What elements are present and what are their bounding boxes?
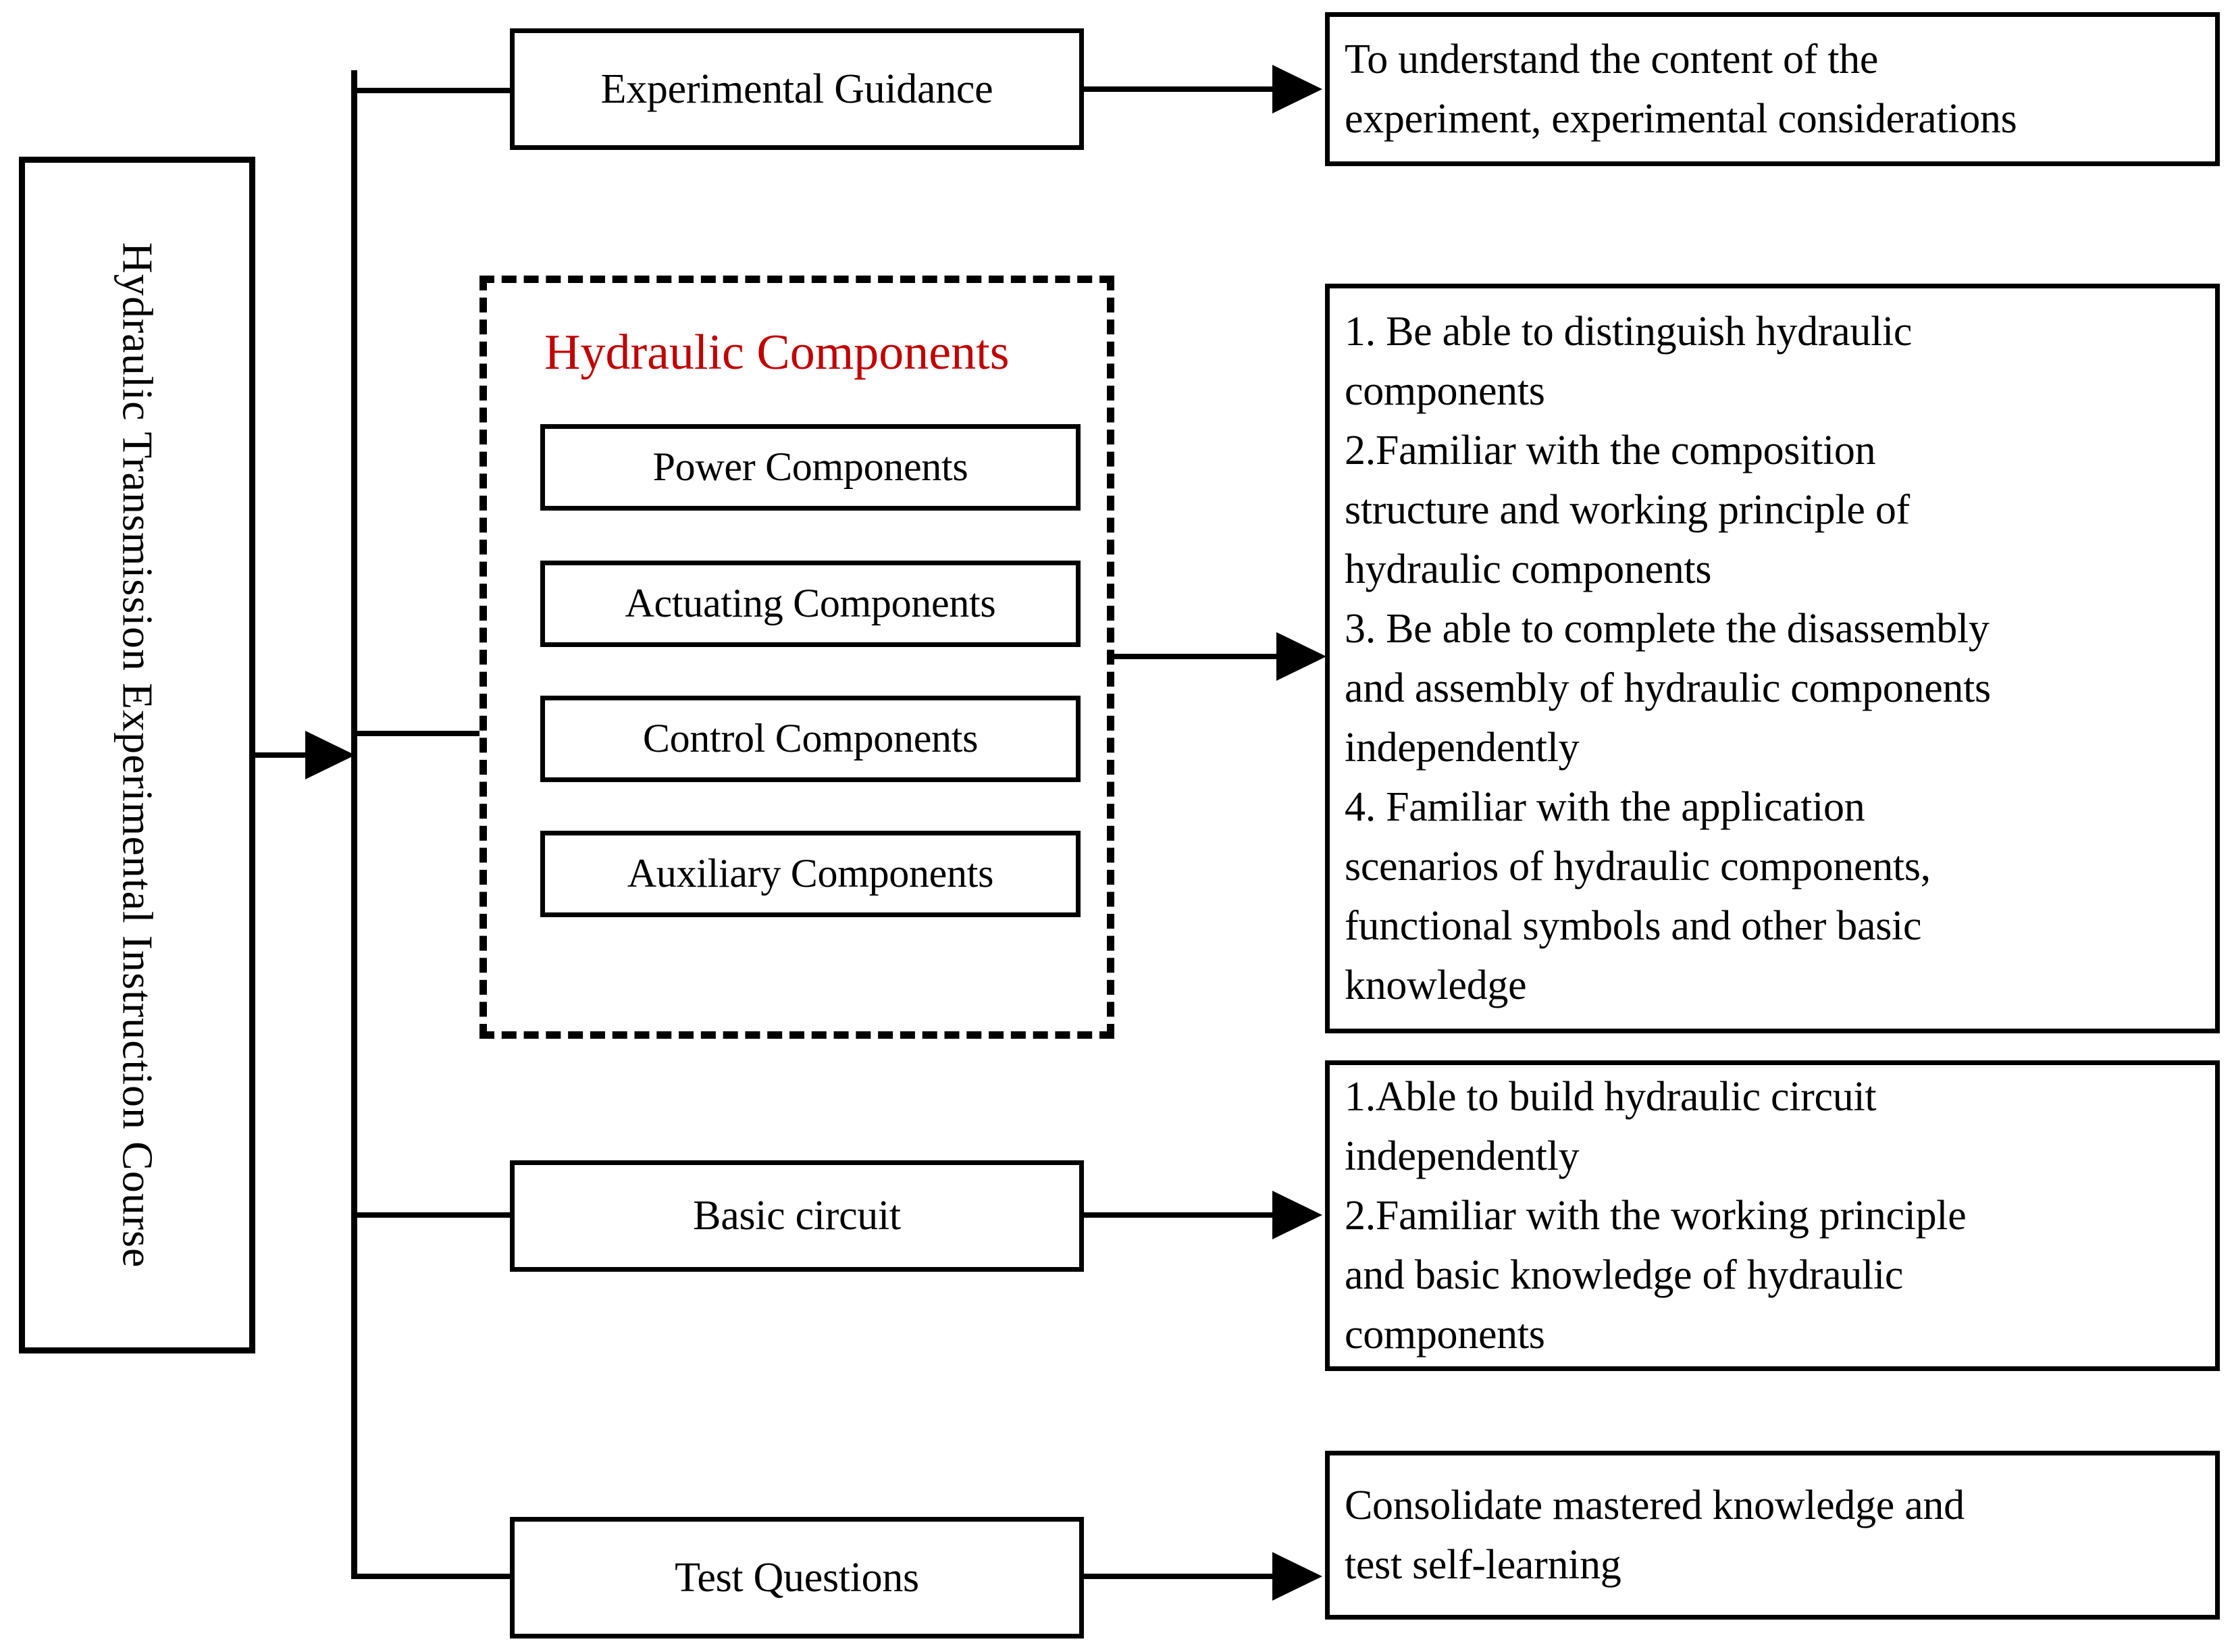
subbox-label-power-components: Power Components <box>652 444 968 490</box>
outcome-text-test-questions: Consolidate mastered knowledge and test … <box>1345 1482 1965 1588</box>
arrowhead-basic-circuit <box>1272 1191 1322 1239</box>
arrowhead-test-questions <box>1272 1552 1322 1601</box>
outcome-box-test-questions: Consolidate mastered knowledge and test … <box>1325 1451 2220 1620</box>
root-course-box: Hydraulic Transmission Experimental Inst… <box>19 157 255 1353</box>
arrowhead-hydraulic-components <box>1276 632 1326 681</box>
branch-label-basic-circuit: Basic circuit <box>693 1193 901 1239</box>
branch-label-hydraulic-components: Hydraulic Components <box>544 325 1010 380</box>
root-connector-line <box>255 752 330 758</box>
trunk-stub-basic-circuit <box>351 1212 513 1218</box>
subbox-label-actuating-components: Actuating Components <box>625 581 996 626</box>
subbox-control-components[interactable]: Control Components <box>540 696 1081 782</box>
trunk-vertical-line <box>351 70 357 1579</box>
subbox-label-control-components: Control Components <box>642 716 979 761</box>
subbox-auxiliary-components[interactable]: Auxiliary Components <box>540 831 1081 917</box>
arrow-line-basic-circuit <box>1082 1212 1278 1218</box>
subbox-label-auxiliary-components: Auxiliary Components <box>627 851 994 896</box>
outcome-text-basic-circuit: 1.Able to build hydraulic circuit indepe… <box>1345 1073 1967 1358</box>
arrow-line-experimental-guidance <box>1082 86 1278 92</box>
subbox-power-components[interactable]: Power Components <box>540 424 1081 511</box>
outcome-box-experimental-guidance: To understand the content of the experim… <box>1325 12 2220 166</box>
root-connector-arrowhead <box>305 731 355 779</box>
arrow-line-test-questions <box>1082 1574 1278 1579</box>
outcome-box-basic-circuit: 1.Able to build hydraulic circuit indepe… <box>1325 1060 2220 1371</box>
branch-box-test-questions[interactable]: Test Questions <box>510 1517 1084 1638</box>
trunk-stub-hydraulic-components <box>351 731 486 736</box>
outcome-box-hydraulic-components: 1. Be able to distinguish hydraulic comp… <box>1325 284 2220 1033</box>
branch-label-test-questions: Test Questions <box>675 1554 919 1601</box>
outcome-text-experimental-guidance: To understand the content of the experim… <box>1345 36 2017 142</box>
outcome-text-hydraulic-components: 1. Be able to distinguish hydraulic comp… <box>1345 308 1991 1009</box>
branch-group-hydraulic-components <box>479 276 1114 1039</box>
arrowhead-experimental-guidance <box>1272 65 1322 113</box>
branch-box-basic-circuit[interactable]: Basic circuit <box>510 1160 1084 1272</box>
trunk-stub-test-questions <box>351 1574 513 1579</box>
arrow-line-hydraulic-components <box>1113 654 1282 659</box>
subbox-actuating-components[interactable]: Actuating Components <box>540 561 1081 647</box>
root-course-label: Hydraulic Transmission Experimental Inst… <box>113 242 161 1268</box>
branch-label-experimental-guidance: Experimental Guidance <box>600 66 993 112</box>
trunk-stub-experimental-guidance <box>351 88 513 93</box>
branch-box-experimental-guidance[interactable]: Experimental Guidance <box>510 28 1084 150</box>
